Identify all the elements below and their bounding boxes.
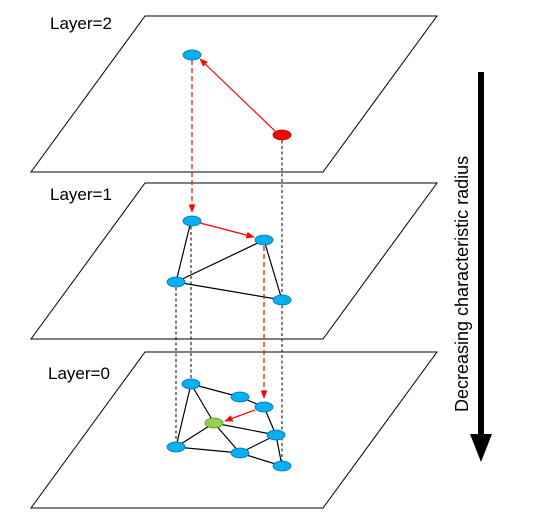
node: [230, 391, 250, 403]
layer-2-nodes: [182, 49, 292, 141]
node: [182, 215, 202, 227]
decreasing-radius-label: Decreasing characteristic radius: [452, 156, 472, 412]
node: [266, 429, 286, 441]
decreasing-radius-arrow: [470, 72, 492, 462]
plane-layer-0: [30, 351, 438, 509]
entry-node: [272, 129, 292, 141]
layer-label-2: Layer=2: [50, 14, 112, 33]
layer-label-0: Layer=0: [48, 364, 110, 383]
target-node: [204, 417, 224, 429]
node: [254, 401, 274, 413]
search-path: [188, 58, 276, 422]
layer-0-nodes: [166, 378, 292, 472]
node: [254, 234, 274, 246]
node: [182, 49, 202, 61]
node: [166, 441, 186, 453]
node: [272, 294, 292, 306]
node: [272, 460, 292, 472]
node: [166, 276, 186, 288]
node: [181, 378, 201, 390]
plane-layer-1: [30, 182, 438, 340]
layer-1-nodes: [166, 215, 292, 306]
plane-layer-2: [30, 15, 438, 173]
node: [230, 447, 250, 459]
layer-label-1: Layer=1: [50, 185, 112, 204]
